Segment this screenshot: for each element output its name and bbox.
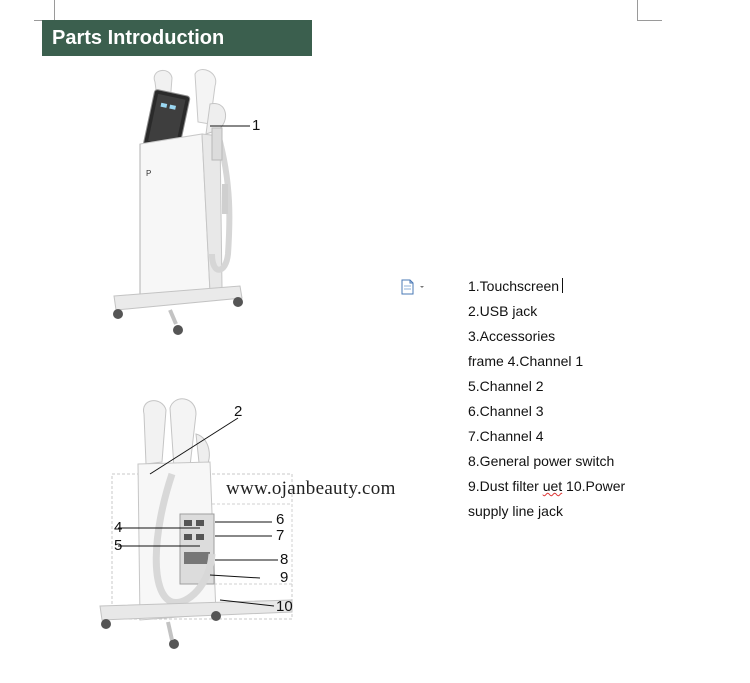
list-item: frame 4.Channel 1	[468, 353, 584, 369]
machine-front-image: P	[100, 64, 250, 344]
list-item: 2.USB jack	[468, 303, 538, 319]
watermark-text: www.ojanbeauty.com	[226, 478, 396, 499]
callout-lines-bottom	[118, 417, 278, 607]
svg-text:P: P	[146, 169, 151, 178]
paste-options-button[interactable]	[400, 279, 428, 295]
callout-label: 6	[276, 511, 285, 528]
callout-line-1	[210, 125, 250, 127]
text-cursor	[562, 278, 564, 293]
list-item: 5.Channel 2	[468, 378, 544, 394]
callout-label: 5	[114, 537, 123, 554]
list-item: 1.Touchscreen	[468, 274, 698, 299]
callout-label: 4	[114, 519, 123, 536]
callout-label: 1	[252, 117, 261, 134]
dropdown-arrow-icon	[420, 286, 424, 288]
callout-label: 8	[280, 551, 289, 568]
spellcheck-word: uet	[542, 478, 563, 494]
crop-mark-right	[637, 0, 662, 21]
list-item: 7.Channel 4	[468, 428, 544, 444]
list-item: 9.Dust filter uet 10.Power	[468, 478, 626, 494]
list-item: 6.Channel 3	[468, 403, 544, 419]
parts-list: 1.Touchscreen 2.USB jack 3.Accessories f…	[468, 274, 698, 524]
document-icon	[401, 279, 414, 295]
callout-label: 2	[234, 403, 243, 420]
crop-mark-left	[34, 0, 55, 21]
list-item: supply line jack	[468, 503, 563, 519]
list-item: 3.Accessories	[468, 328, 556, 344]
callout-label: 9	[280, 569, 289, 586]
machine-side-image	[92, 394, 297, 654]
list-item: 8.General power switch	[468, 453, 615, 469]
callout-label: 7	[276, 527, 285, 544]
section-heading: Parts Introduction	[42, 20, 312, 56]
callout-label: 10	[276, 598, 293, 615]
